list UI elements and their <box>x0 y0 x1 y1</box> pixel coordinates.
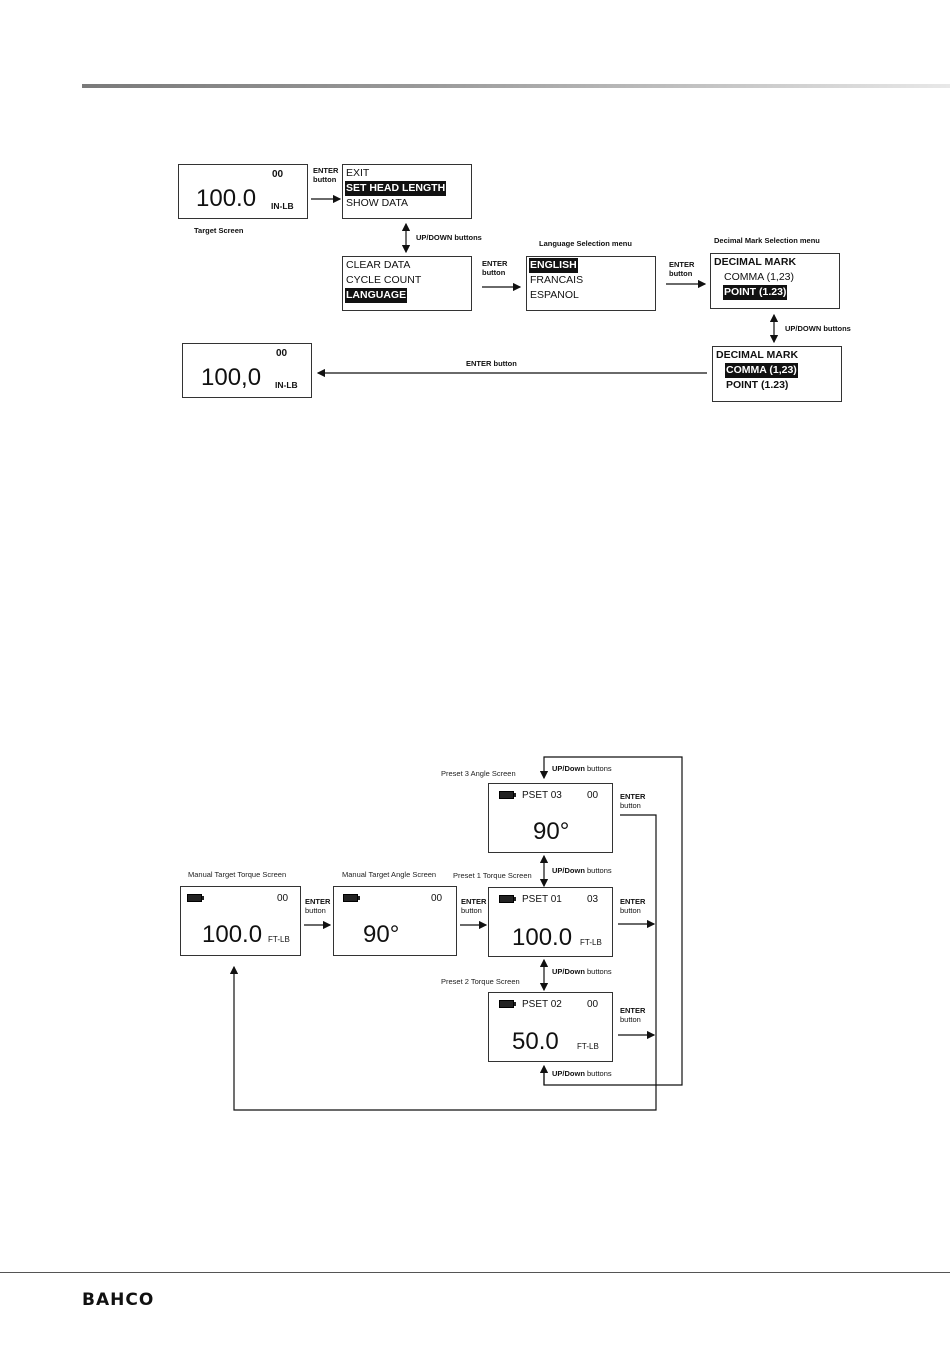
decimal-menu-2-title: DECIMAL MARK <box>716 349 799 361</box>
menu-item-espanol: ESPANOL <box>530 289 579 301</box>
preset3-screen: PSET 03 00 90° <box>488 783 613 853</box>
decimal-menu-2: DECIMAL MARK COMMA (1,23) POINT (1.23) <box>712 346 842 402</box>
preset1-unit: FT-LB <box>580 938 602 947</box>
updown-label-top: UP/Down buttons <box>552 764 612 773</box>
preset3-name: PSET 03 <box>522 790 562 801</box>
manual-angle-caption: Manual Target Angle Screen <box>342 870 437 879</box>
result-screen: 00 100,0 IN-LB <box>182 343 312 398</box>
enter-label-4: ENTER button <box>466 359 517 368</box>
preset2-caption: Preset 2 Torque Screen <box>441 977 520 986</box>
preset1-screen: PSET 01 03 100.0 FT-LB <box>488 887 613 957</box>
manual-angle-value: 90° <box>363 921 400 948</box>
battery-icon <box>499 1000 516 1008</box>
option-point: POINT (1.23) <box>723 285 788 300</box>
menu-item-set-head-length: SET HEAD LENGTH <box>345 181 447 196</box>
preset1-value: 100.0 <box>512 924 573 951</box>
preset1-caption: Preset 1 Torque Screen <box>453 871 532 880</box>
preset2-screen: PSET 02 00 50.0 FT-LB <box>488 992 613 1062</box>
target-screen-unit: IN-LB <box>271 201 294 211</box>
footer-rule <box>0 1272 950 1273</box>
menu-item-show-data: SHOW DATA <box>346 197 409 209</box>
manual-torque-unit: FT-LB <box>268 935 290 944</box>
manual-torque-count: 00 <box>277 893 289 904</box>
decimal-menu-1: DECIMAL MARK COMMA (1,23) POINT (1.23) <box>710 253 840 309</box>
preset1-name: PSET 01 <box>522 894 562 905</box>
target-screen: 00 100.0 IN-LB <box>178 164 308 219</box>
option-comma-selected: COMMA (1,23) <box>725 363 798 378</box>
decimal-menu-caption: Decimal Mark Selection menu <box>714 236 820 245</box>
updown-label-2: UP/DOWN buttons <box>785 324 851 333</box>
preset1-count: 03 <box>587 894 599 905</box>
decimal-menu-1-title: DECIMAL MARK <box>714 256 797 268</box>
menu-item-cycle-count: CYCLE COUNT <box>346 274 422 286</box>
option-point-2: POINT (1.23) <box>726 379 789 391</box>
preset3-count: 00 <box>587 790 599 801</box>
manual-torque-screen: 00 100.0 FT-LB <box>180 886 301 956</box>
result-screen-value: 100,0 <box>201 364 262 391</box>
preset3-value: 90° <box>533 818 570 845</box>
updown-label-mid1: UP/Down buttons <box>552 866 612 875</box>
manual-angle-count: 00 <box>431 893 443 904</box>
battery-icon <box>187 894 204 902</box>
battery-icon <box>499 791 516 799</box>
updown-label-mid2: UP/Down buttons <box>552 967 612 976</box>
preset2-count: 00 <box>587 999 599 1010</box>
preset2-unit: FT-LB <box>577 1042 599 1051</box>
language-menu-caption: Language Selection menu <box>539 239 632 248</box>
preset3-caption: Preset 3 Angle Screen <box>441 769 516 778</box>
brand-logo: BAHCO <box>82 1290 155 1310</box>
target-screen-count: 00 <box>272 169 284 180</box>
result-screen-unit: IN-LB <box>275 380 298 390</box>
menu-item-language: LANGUAGE <box>345 288 408 303</box>
manual-angle-screen: 00 90° <box>333 886 457 956</box>
menu-item-exit: EXIT <box>346 167 370 179</box>
preset2-value: 50.0 <box>512 1028 559 1055</box>
manual-torque-caption: Manual Target Torque Screen <box>188 870 287 879</box>
battery-icon <box>343 894 360 902</box>
menu-item-english: ENGLISH <box>529 258 578 273</box>
target-screen-value: 100.0 <box>196 185 257 212</box>
result-screen-count: 00 <box>276 348 288 359</box>
target-screen-caption: Target Screen <box>194 226 244 235</box>
battery-icon <box>499 895 516 903</box>
updown-label-bottom: UP/Down buttons <box>552 1069 612 1078</box>
main-menu-1: EXIT SET HEAD LENGTH SHOW DATA <box>342 164 472 219</box>
preset2-name: PSET 02 <box>522 999 562 1010</box>
manual-torque-value: 100.0 <box>202 921 263 948</box>
menu-item-francais: FRANCAIS <box>530 274 584 286</box>
header-rule <box>82 84 950 88</box>
language-menu: ENGLISH FRANCAIS ESPANOL <box>526 256 656 311</box>
menu-item-clear-data: CLEAR DATA <box>346 259 411 271</box>
updown-label-1: UP/DOWN buttons <box>416 233 482 242</box>
main-menu-2: CLEAR DATA CYCLE COUNT LANGUAGE <box>342 256 472 311</box>
option-comma: COMMA (1,23) <box>724 271 795 283</box>
